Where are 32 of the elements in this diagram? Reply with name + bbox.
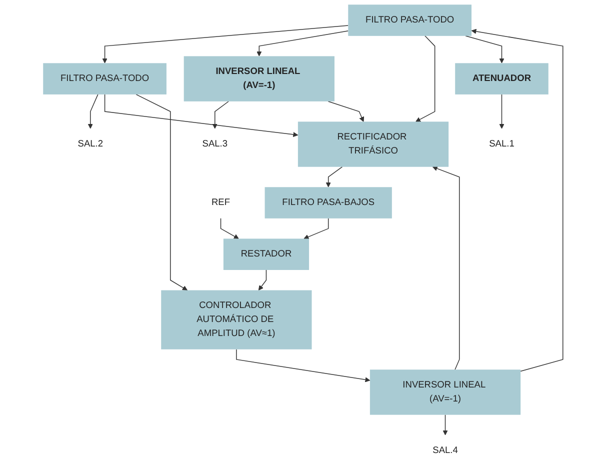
node-box: FILTRO PASA-BAJOS [264, 187, 392, 218]
arrow [102, 25, 349, 64]
arrow [88, 94, 98, 129]
node-box: RECTIFICADOR TRIFÁSICO [298, 122, 449, 167]
arrow [465, 36, 504, 64]
arrow [328, 101, 364, 122]
arrow [499, 94, 504, 129]
arrow [326, 166, 343, 188]
arrow [442, 414, 448, 436]
arrow [220, 218, 239, 239]
arrow [258, 270, 267, 290]
node-box: RESTADOR [223, 238, 310, 270]
node-box: FILTRO PASA-TODO [43, 63, 166, 94]
node-text: REF [211, 198, 230, 208]
arrow [304, 218, 329, 240]
arrow [212, 101, 229, 129]
arrow [136, 94, 188, 290]
node-text: SAL.1 [489, 139, 514, 149]
node-text: SAL.4 [432, 446, 458, 456]
node-box: CONTROLADOR AUTOMÁTICO DE AMPLITUD (AV≈1) [161, 290, 312, 350]
node-box: FILTRO PASA-TODO [348, 4, 472, 36]
arrow [256, 30, 349, 56]
arrow [416, 36, 436, 122]
node-text: SAL.2 [78, 139, 104, 149]
node-box: INVERSOR LINEAL (AV=-1) [370, 370, 521, 415]
node-box: ATENUADOR [455, 63, 548, 94]
arrow [104, 94, 298, 138]
arrow [236, 348, 370, 382]
arrow [471, 28, 564, 372]
arrow [432, 166, 460, 370]
node-box: INVERSOR LINEAL (AV=-1) [184, 56, 334, 102]
node-text: SAL.3 [202, 139, 228, 149]
